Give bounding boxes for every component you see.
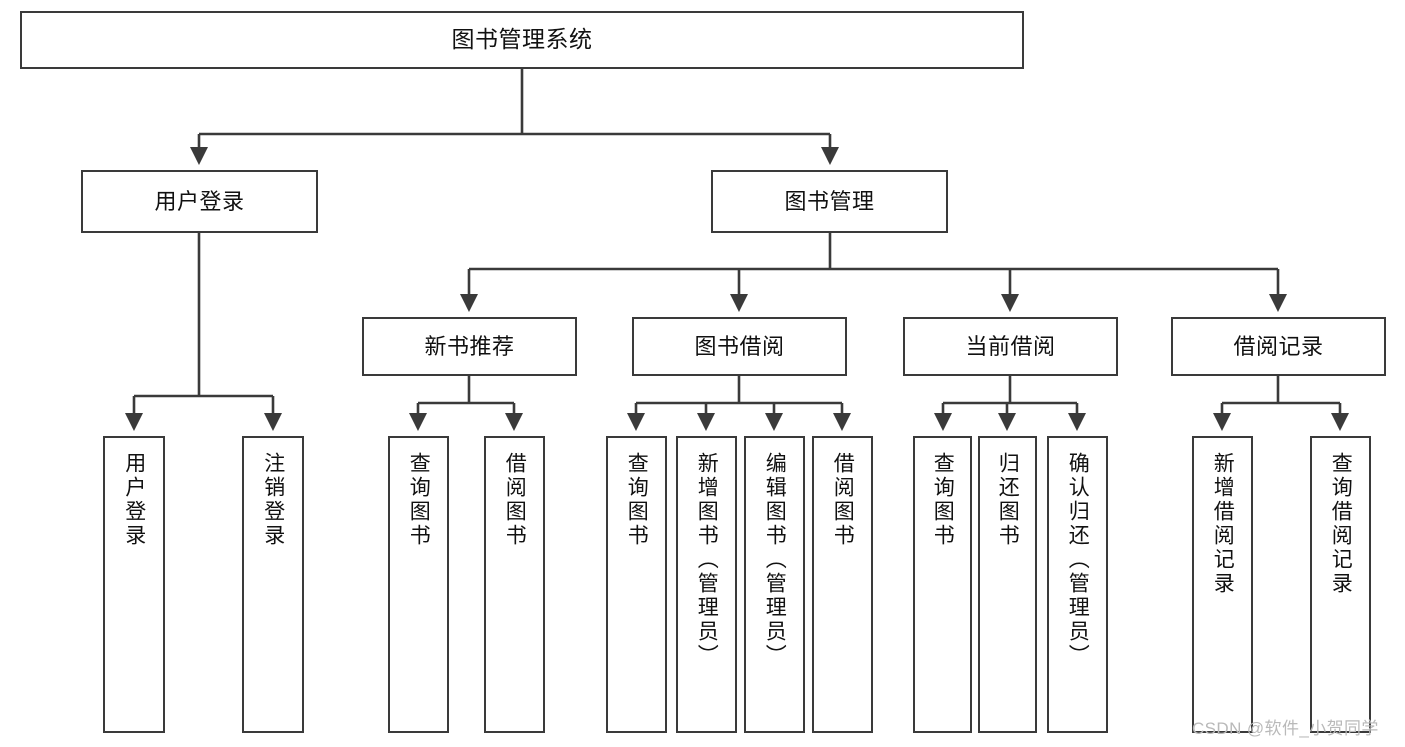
node-label: 用户登录 [154,188,245,214]
leaf-current-borrow-confirm[interactable]: 确认归还（管理员） [1047,436,1108,733]
node-label: 查询图书 [625,452,649,548]
node-label: 图书管理系统 [451,26,593,53]
node-label: 借阅图书 [503,452,527,548]
node-label: 编辑图书（管理员） [763,452,787,668]
node-user-login[interactable]: 用户登录 [81,170,318,233]
leaf-borrow-record-add[interactable]: 新增借阅记录 [1192,436,1253,733]
node-root-system[interactable]: 图书管理系统 [20,11,1024,69]
node-label: 借阅图书 [831,452,855,548]
leaf-user-login-logout[interactable]: 注销登录 [242,436,304,733]
leaf-new-book-borrow[interactable]: 借阅图书 [484,436,545,733]
node-label: 新增借阅记录 [1211,452,1235,596]
node-label: 归还图书 [996,452,1020,548]
node-borrow-record[interactable]: 借阅记录 [1171,317,1386,376]
node-label: 借阅记录 [1233,333,1324,359]
leaf-book-borrow-add[interactable]: 新增图书（管理员） [676,436,737,733]
node-label: 确认归还（管理员） [1066,452,1090,668]
node-label: 图书借阅 [694,333,785,359]
leaf-current-borrow-return[interactable]: 归还图书 [978,436,1037,733]
node-label: 新书推荐 [424,333,515,359]
node-label: 查询图书 [407,452,431,548]
node-label: 图书管理 [784,188,875,214]
node-current-borrow[interactable]: 当前借阅 [903,317,1118,376]
leaf-borrow-record-query[interactable]: 查询借阅记录 [1310,436,1371,733]
leaf-book-borrow-borrow[interactable]: 借阅图书 [812,436,873,733]
leaf-book-borrow-query[interactable]: 查询图书 [606,436,667,733]
node-label: 注销登录 [261,452,285,548]
leaf-book-borrow-edit[interactable]: 编辑图书（管理员） [744,436,805,733]
node-book-management[interactable]: 图书管理 [711,170,948,233]
leaf-current-borrow-query[interactable]: 查询图书 [913,436,972,733]
watermark-text: CSDN @软件_小贺同学 [1192,719,1379,738]
node-label: 查询图书 [931,452,955,548]
node-book-borrow[interactable]: 图书借阅 [632,317,847,376]
leaf-new-book-query[interactable]: 查询图书 [388,436,449,733]
node-new-book-recommend[interactable]: 新书推荐 [362,317,577,376]
node-label: 用户登录 [122,452,146,548]
node-label: 新增图书（管理员） [695,452,719,668]
node-label: 查询借阅记录 [1329,452,1353,596]
node-label: 当前借阅 [965,333,1056,359]
leaf-user-login-login[interactable]: 用户登录 [103,436,165,733]
